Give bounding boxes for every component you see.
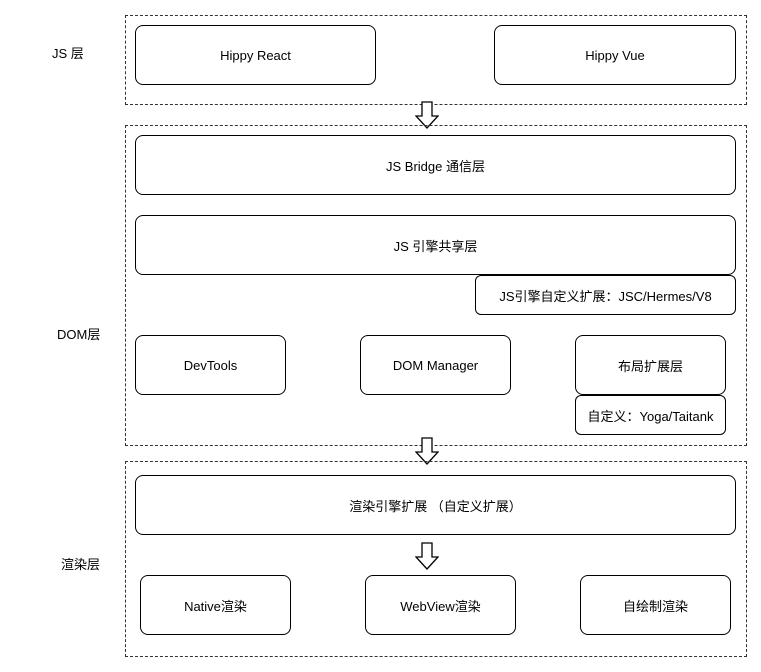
- render-layer-label: 渲染层: [61, 557, 101, 572]
- js-engine-shared-box: JS 引擎共享层: [135, 215, 736, 275]
- js-bridge-box: JS Bridge 通信层: [135, 135, 736, 195]
- native-render-box: Native渲染: [140, 575, 291, 635]
- down-arrow-icon: [415, 437, 439, 465]
- dom-layer-frame: [125, 125, 747, 446]
- render-layer-frame: [125, 461, 747, 657]
- render-engine-ext-box: 渲染引擎扩展 （自定义扩展）: [135, 475, 736, 535]
- custom-render-box: 自绘制渲染: [580, 575, 731, 635]
- dom-layer-label: DOM层: [57, 327, 101, 342]
- js-engine-ext-box: JS引擎自定义扩展：JSC/Hermes/V8: [475, 275, 736, 315]
- devtools-box: DevTools: [135, 335, 286, 395]
- webview-render-box: WebView渲染: [365, 575, 516, 635]
- down-arrow-icon: [415, 542, 439, 570]
- layout-ext-box: 布局扩展层: [575, 335, 726, 395]
- hippy-vue-box: Hippy Vue: [494, 25, 736, 85]
- hippy-react-box: Hippy React: [135, 25, 376, 85]
- dom-manager-box: DOM Manager: [360, 335, 511, 395]
- js-layer-label: JS 层: [52, 46, 84, 61]
- layout-custom-box: 自定义：Yoga/Taitank: [575, 395, 726, 435]
- js-layer-frame: [125, 15, 747, 105]
- down-arrow-icon: [415, 101, 439, 129]
